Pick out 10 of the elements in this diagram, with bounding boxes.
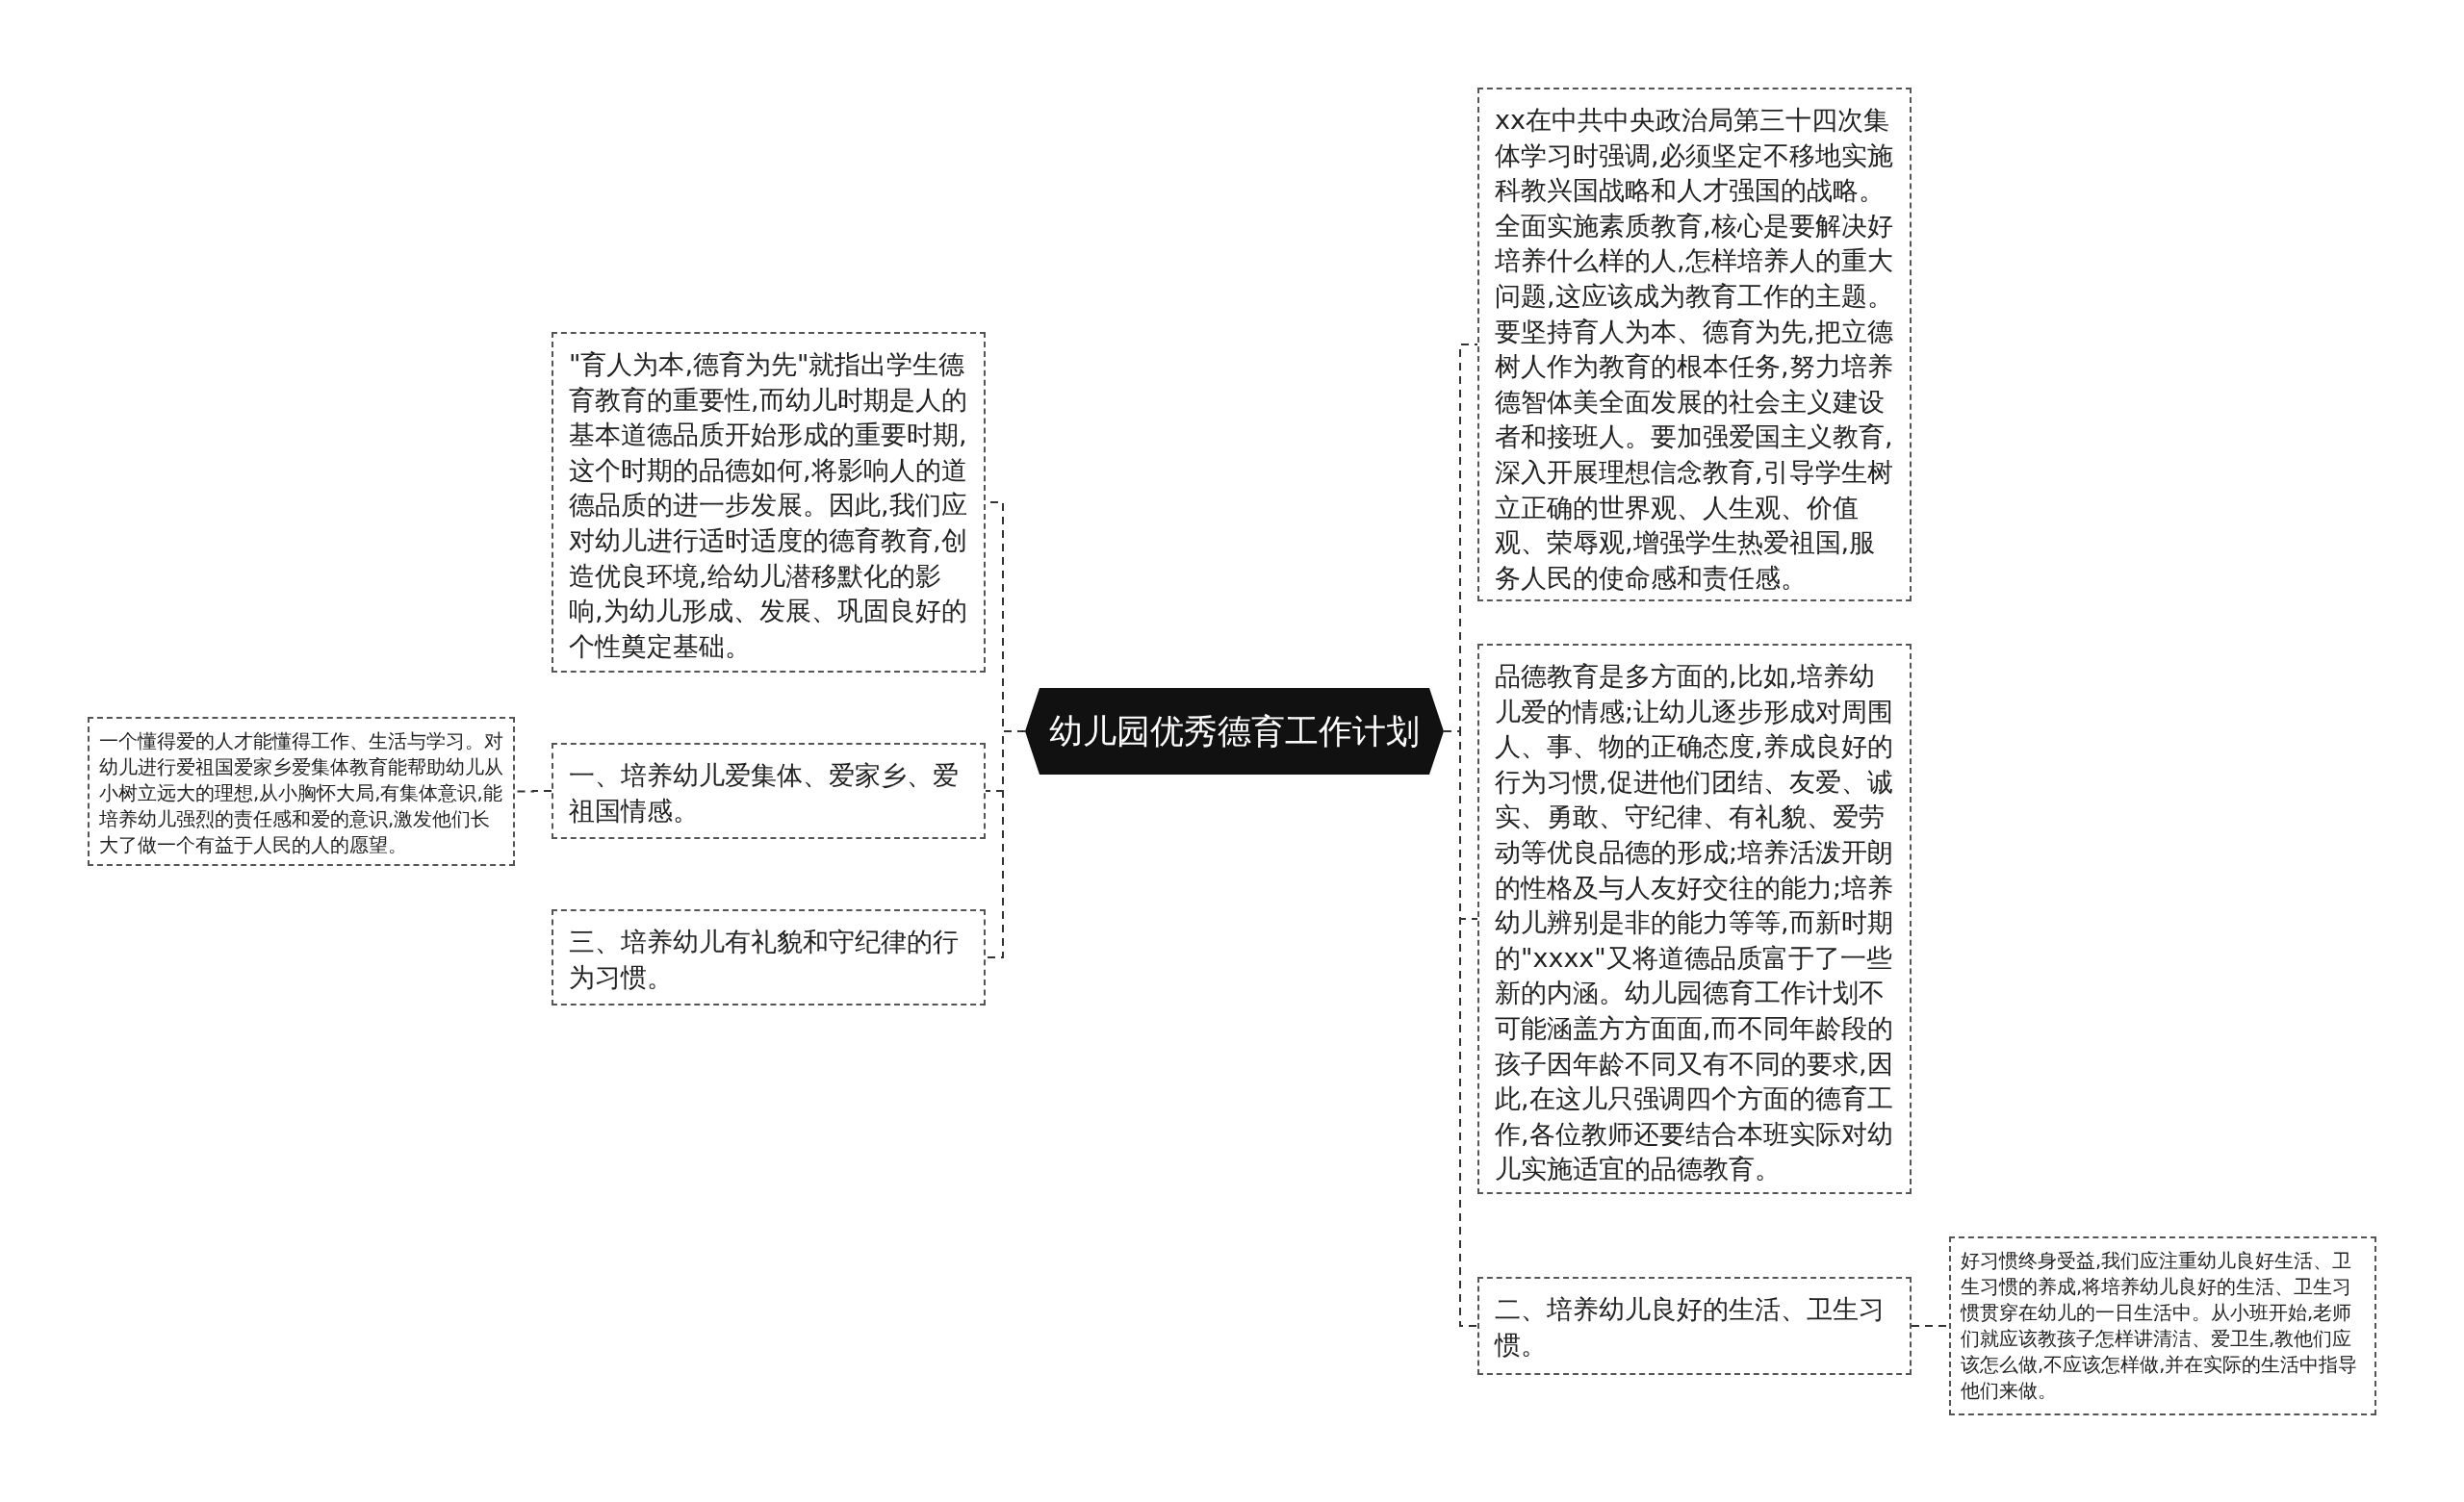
text-box: "育人为本,德育为先"就指出学生德育教育的重要性,而幼儿时期是人的基本道德品质开始形成的重要时期,这个时期的品德如何,将影响人的道德品质的进一步发展。因此,我们应对幼儿进行适时适度的德育教育,创造优良环境,给幼儿潜移默化的影响,为幼儿形成、发展、巩固良好的个性奠定基础。 [552, 332, 986, 673]
text-box: 三、培养幼儿有礼貌和守纪律的行为习惯。 [552, 909, 986, 1006]
text-box: 一个懂得爱的人才能懂得工作、生活与学习。对幼儿进行爱祖国爱家乡爱集体教育能帮助幼儿从小树立远大的理想,从小胸怀大局,有集体意识,能培养幼儿强烈的责任感和爱的意识,激发他们长大了做一个有益于人民的人的愿望。 [88, 717, 515, 866]
text-box: 一、培养幼儿爱集体、爱家乡、爱祖国情感。 [552, 743, 986, 839]
connector-line [985, 730, 1026, 958]
text-box: 二、培养幼儿良好的生活、卫生习惯。 [1477, 1277, 1912, 1375]
text-box: xx在中共中央政治局第三十四次集体学习时强调,必须坚定不移地实施科教兴国战略和人才强国的战略。全面实施素质教育,核心是要解决好培养什么样的人,怎样培养人的重大问题,这应该成为教育工作的主题。要坚持育人为本、德育为先,把立德树人作为教育的根本任务,努力培养德智体美全面发展的社会主义建设者和接班人。要加强爱国主义教育,深入开展理想信念教育,引导学生树立正确的世界观、人生观、价值观、荣辱观,增强学生热爱祖国,服务人民的使命感和责任感。 [1477, 88, 1912, 601]
text-box: 品德教育是多方面的,比如,培养幼儿爱的情感;让幼儿逐步形成对周围人、事、物的正确态度,养成良好的行为习惯,促进他们团结、友爱、诚实、勇敢、守纪律、有礼貌、爱劳动等优良品德的形成;培养活泼开朗的性格及与人友好交往的能力;培养幼儿辨别是非的能力等等,而新时期的"xxxx"又将道德品质富于了一些新的内涵。幼儿园德育工作计划不可能涵盖方方面面,而不同年龄段的孩子因年龄不同又有不同的要求,因此,在这儿只强调四个方面的德育工作,各位教师还要结合本班实际对幼儿实施适宜的品德教育。 [1477, 644, 1912, 1194]
text-box: 好习惯终身受益,我们应注重幼儿良好生活、卫生习惯的养成,将培养幼儿良好的生活、卫生习惯贯穿在幼儿的一日生活中。从小班开始,老师们就应该教孩子怎样讲清洁、爱卫生,教他们应该怎么做,不应该怎样做,并在实际的生活中指导他们来做。 [1949, 1236, 2376, 1415]
title-hexagon: 幼儿园优秀德育工作计划 [1025, 688, 1444, 775]
